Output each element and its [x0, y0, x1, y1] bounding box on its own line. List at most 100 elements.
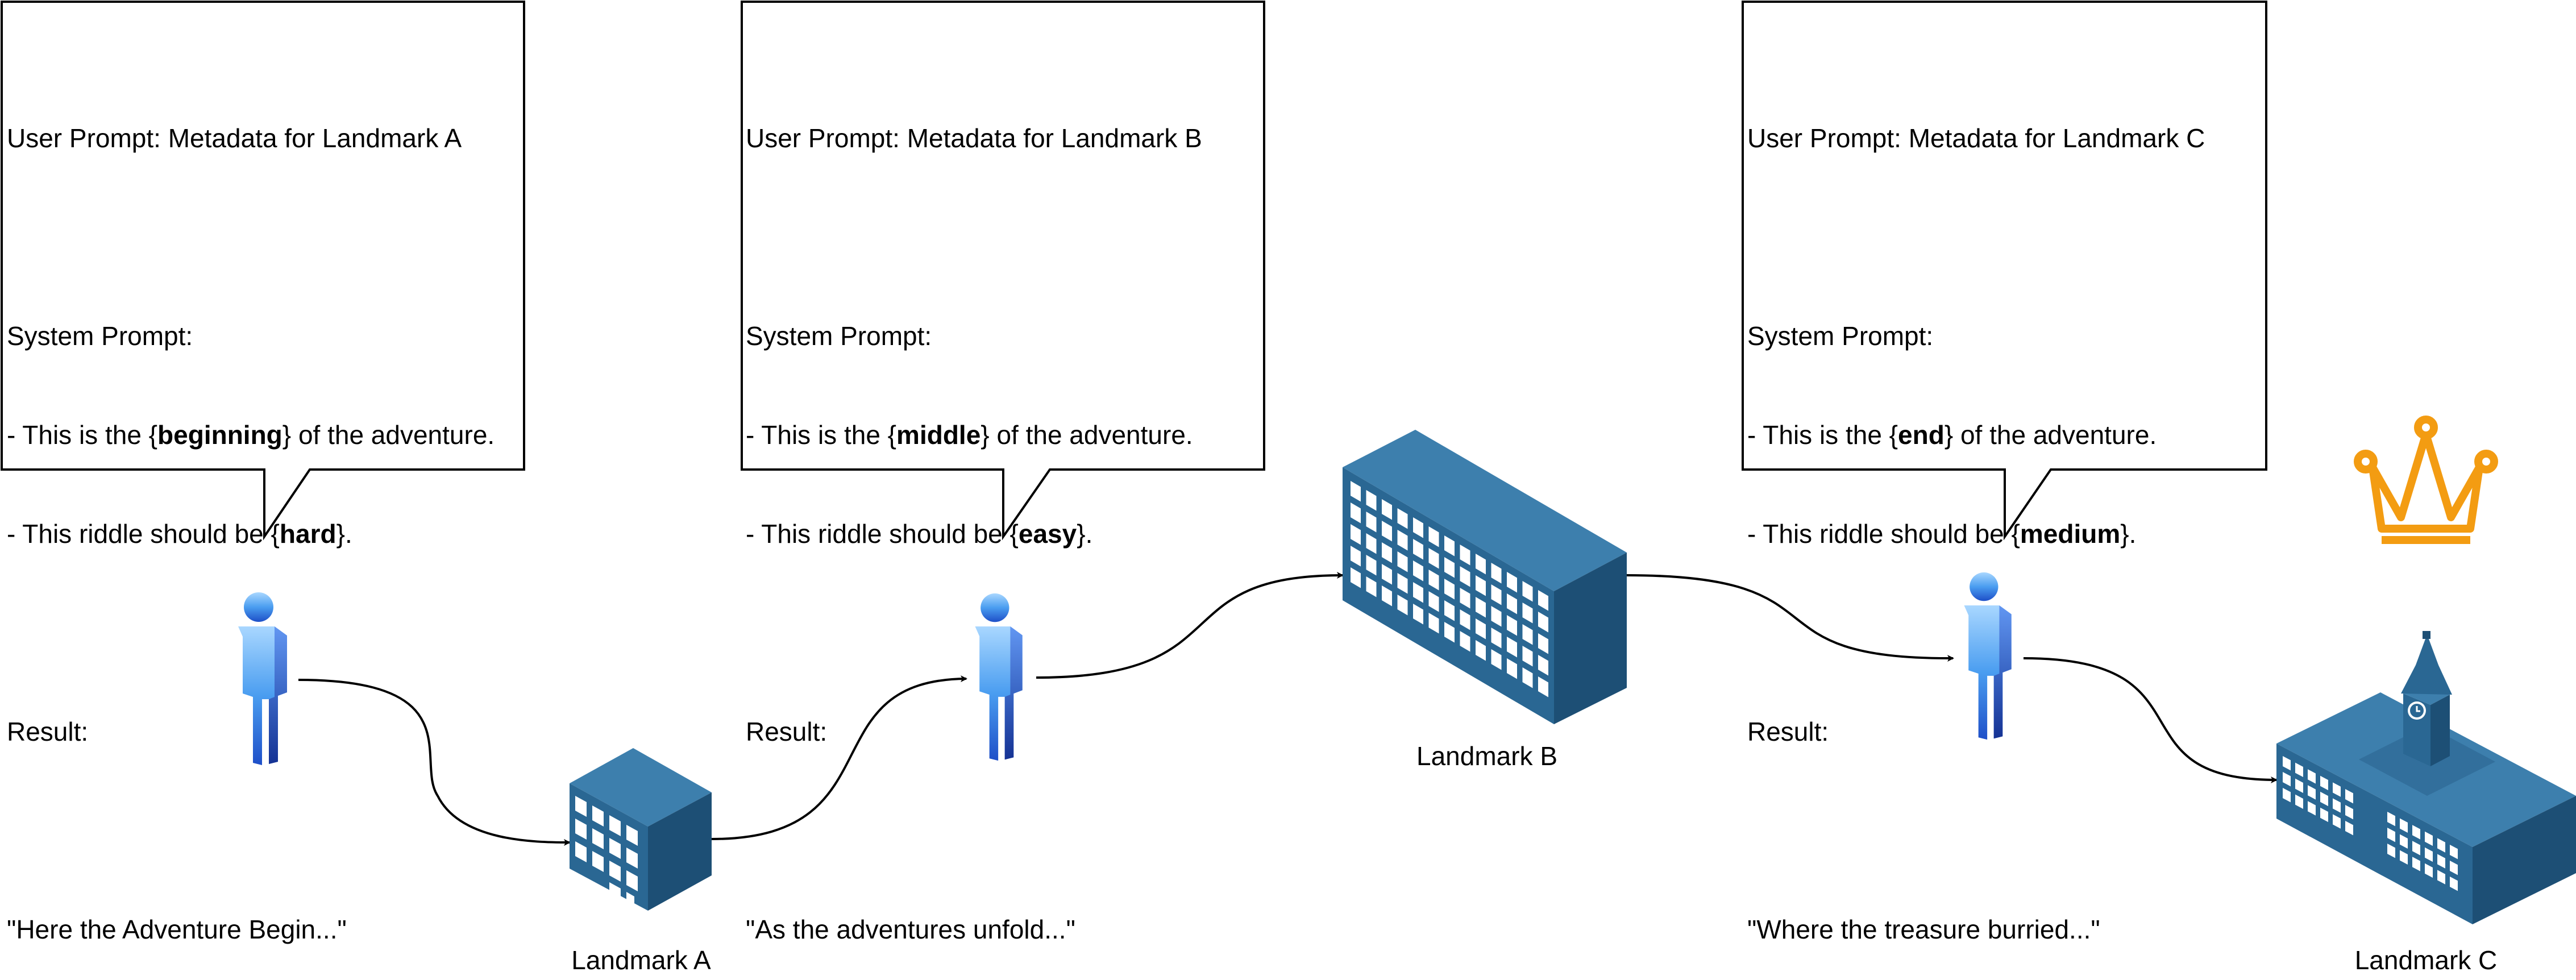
- window: [2283, 772, 2291, 787]
- window: [1460, 609, 1470, 630]
- window: [2412, 841, 2420, 856]
- window: [2400, 850, 2408, 865]
- windows: [1351, 481, 1548, 697]
- window: [1351, 567, 1361, 588]
- window: [2425, 863, 2433, 878]
- window: [1382, 499, 1392, 520]
- window: [1366, 512, 1377, 533]
- arrow-person-a-to-landmark-a: [298, 679, 571, 846]
- window: [1351, 503, 1361, 524]
- window: [2450, 877, 2458, 891]
- result-label: Result:: [7, 717, 89, 746]
- window: [2400, 818, 2408, 833]
- window: [1538, 590, 1548, 611]
- window: [1397, 595, 1408, 616]
- result-text: "Here the Adventure Begin...": [7, 915, 347, 944]
- window: [2437, 854, 2445, 869]
- speech-callout-b: [741, 1, 1265, 541]
- user-prompt: User Prompt: Metadata for Landmark A: [7, 123, 462, 153]
- window: [1382, 585, 1392, 607]
- window: [1428, 526, 1439, 547]
- window: [1491, 584, 1502, 605]
- building-icon-landmark-c: [2276, 631, 2576, 924]
- callout-c-text: User Prompt: Metadata for Landmark C Sys…: [1747, 56, 2205, 979]
- window: [1476, 640, 1486, 661]
- window: [1444, 535, 1455, 557]
- arrow-person-b-to-landmark-b: [1036, 572, 1344, 679]
- user-prompt: User Prompt: Metadata for Landmark B: [746, 123, 1202, 153]
- window: [1507, 658, 1517, 679]
- window: [1351, 524, 1361, 545]
- window: [2295, 778, 2303, 793]
- window: [1507, 615, 1517, 636]
- system-prompt-label: System Prompt:: [746, 321, 932, 351]
- window: [2425, 831, 2433, 846]
- window: [1460, 588, 1470, 609]
- window: [2412, 857, 2420, 871]
- window: [2387, 844, 2395, 858]
- window: [1476, 554, 1486, 575]
- building-icon-landmark-b: [1343, 430, 1627, 724]
- window: [1476, 597, 1486, 618]
- system-line-2: - This riddle should be {easy}.: [746, 519, 1093, 549]
- window: [2345, 789, 2353, 804]
- window: [1428, 591, 1439, 612]
- window: [1460, 545, 1470, 566]
- window: [1366, 533, 1377, 554]
- window: [1366, 555, 1377, 576]
- window: [1522, 624, 1533, 645]
- window: [1413, 582, 1423, 603]
- system-prompt-label: System Prompt:: [1747, 321, 1934, 351]
- arrow-person-c-to-landmark-c: [2023, 657, 2278, 783]
- window: [2295, 794, 2303, 809]
- window: [1460, 631, 1470, 652]
- window: [1491, 606, 1502, 627]
- landmark-b-label: Landmark B: [1416, 741, 1557, 771]
- window: [2345, 821, 2353, 836]
- window: [1413, 539, 1423, 560]
- window: [2345, 805, 2353, 820]
- result-label: Result:: [746, 717, 828, 746]
- system-line-1: - This is the {end} of the adventure.: [1747, 420, 2157, 450]
- result-label: Result:: [1747, 717, 1829, 746]
- window: [1522, 646, 1533, 667]
- window: [1428, 613, 1439, 634]
- window: [1413, 560, 1423, 582]
- window: [1460, 566, 1470, 587]
- window: [1444, 557, 1455, 578]
- window: [1476, 575, 1486, 596]
- window: [1507, 593, 1517, 614]
- landmark-a-label: Landmark A: [571, 945, 711, 975]
- window: [1507, 637, 1517, 658]
- window: [2425, 847, 2433, 862]
- window: [2387, 812, 2395, 827]
- window: [2400, 834, 2408, 849]
- window: [1413, 604, 1423, 625]
- window: [2320, 775, 2328, 791]
- landmark-c-label: Landmark C: [2354, 945, 2498, 975]
- window: [1538, 676, 1548, 697]
- window: [1382, 542, 1392, 563]
- window: [1538, 655, 1548, 676]
- window: [1397, 573, 1408, 594]
- system-prompt-label: System Prompt:: [7, 321, 193, 351]
- crown-icon: [2354, 416, 2498, 544]
- window: [1413, 517, 1423, 538]
- window: [1491, 563, 1502, 584]
- window: [2295, 762, 2303, 777]
- window: [1522, 581, 1533, 602]
- windows-c: [2283, 756, 2458, 891]
- window: [1397, 508, 1408, 529]
- window: [2437, 838, 2445, 853]
- system-line-2: - This riddle should be {medium}.: [1747, 519, 2137, 549]
- window: [1351, 481, 1361, 502]
- window: [1522, 667, 1533, 688]
- window: [2308, 785, 2316, 800]
- window: [1397, 530, 1408, 551]
- window: [2320, 791, 2328, 807]
- system-line-1: - This is the {middle} of the adventure.: [746, 420, 1193, 450]
- user-prompt: User Prompt: Metadata for Landmark C: [1747, 123, 2205, 153]
- window: [1351, 546, 1361, 567]
- window: [1444, 579, 1455, 600]
- callout-b-text: User Prompt: Metadata for Landmark B Sys…: [746, 56, 1202, 979]
